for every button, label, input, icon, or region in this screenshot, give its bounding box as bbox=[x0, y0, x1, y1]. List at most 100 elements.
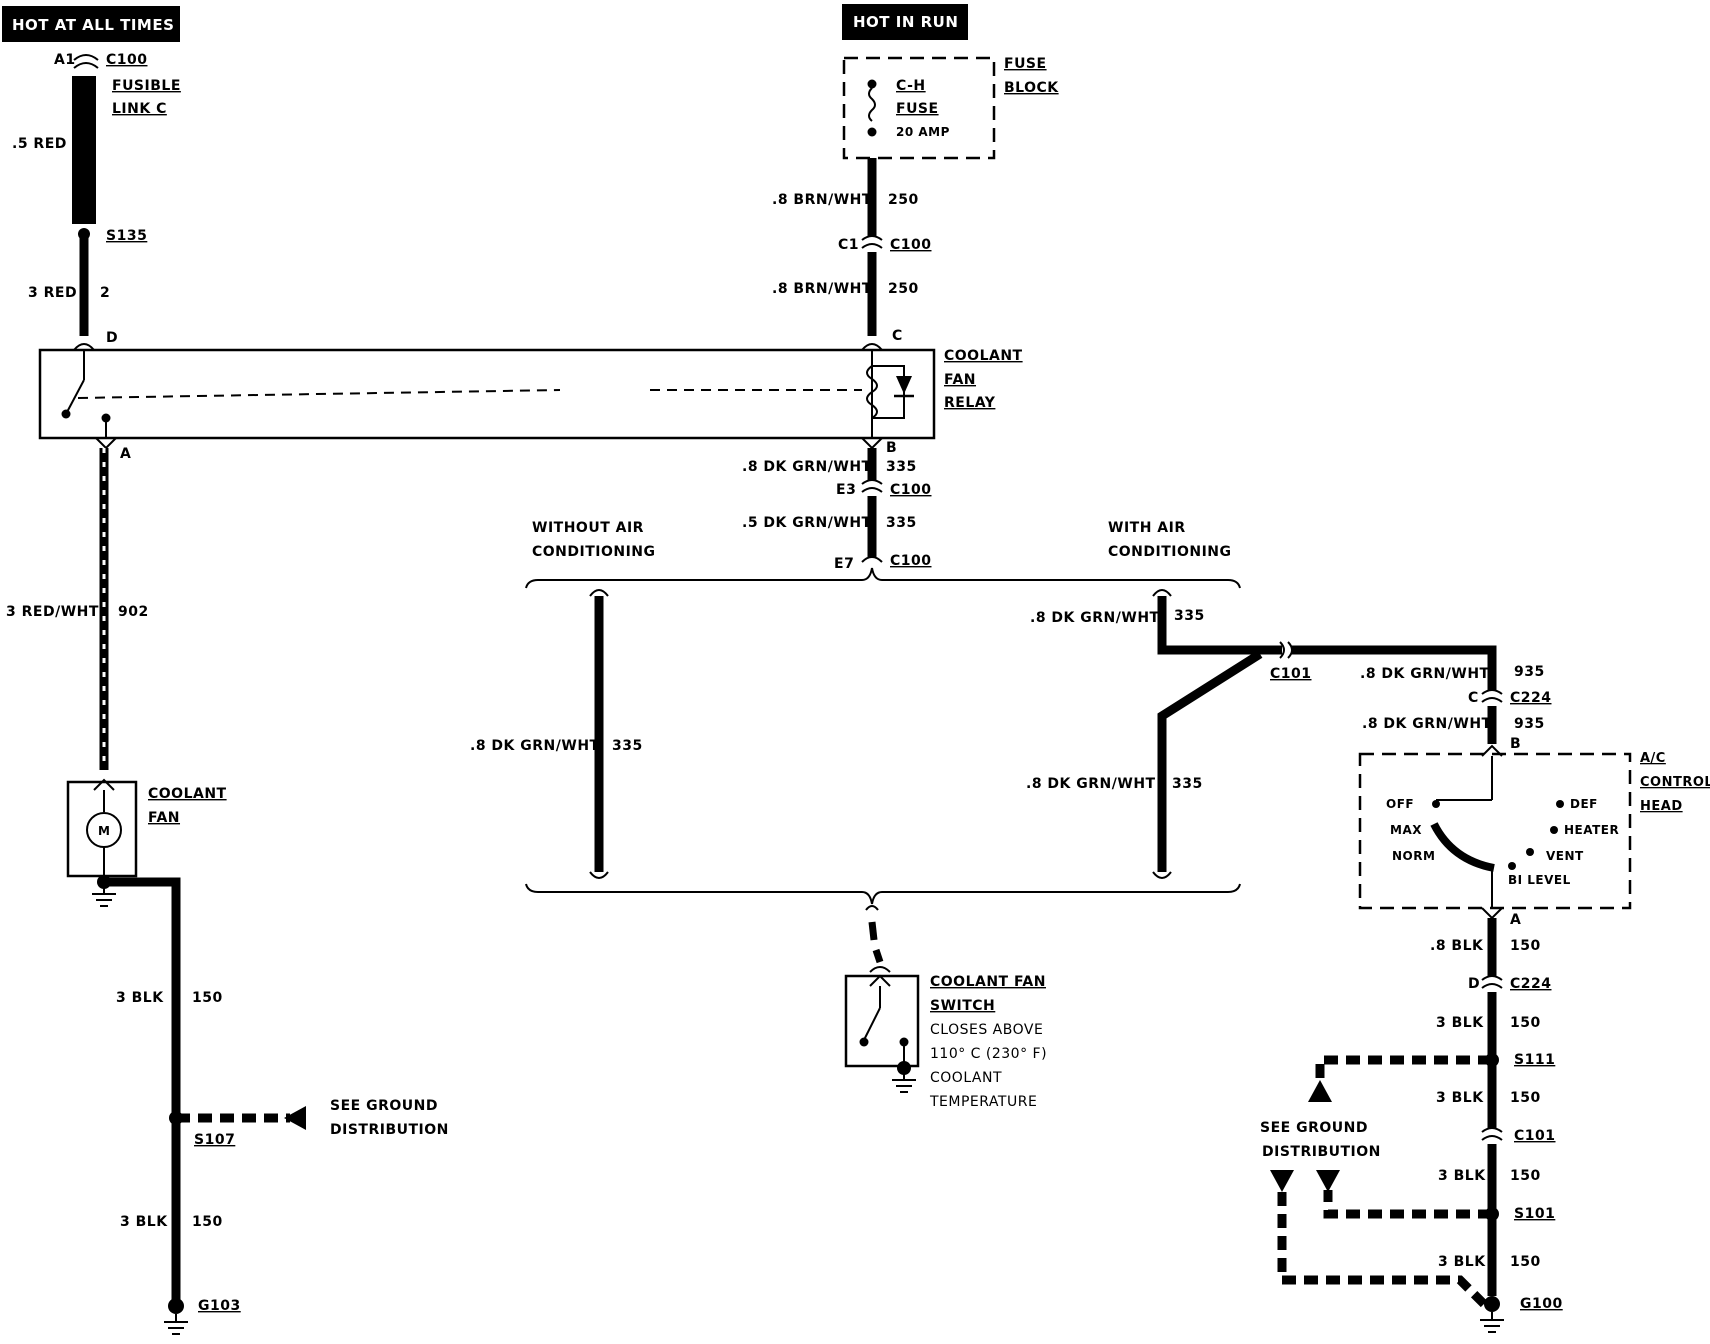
without-ac-circuit: 335 bbox=[612, 738, 643, 754]
with-ac-line-1: WITH AIR bbox=[1108, 520, 1186, 536]
relay-out-circuit-2: 335 bbox=[886, 515, 917, 531]
relay-diode-icon bbox=[896, 376, 912, 394]
ign-lower-wire-label: .8 BRN/WHT bbox=[772, 281, 872, 297]
right-see-ground-2: DISTRIBUTION bbox=[1262, 1144, 1381, 1160]
relay-name-1: COOLANT bbox=[944, 348, 1023, 364]
right-ground-c224: C224 bbox=[1510, 976, 1552, 992]
left-see-ground-1: SEE GROUND bbox=[330, 1098, 438, 1114]
relay-pin-a: A bbox=[120, 446, 131, 462]
switch-name-1: COOLANT FAN bbox=[930, 974, 1046, 990]
fuse-block-name-2: BLOCK bbox=[1004, 80, 1059, 96]
ac-feed-circuit-1: 935 bbox=[1514, 664, 1545, 680]
relay-out-wire-1: .8 DK GRN/WHT bbox=[742, 459, 872, 475]
relay-pin-a-arrow bbox=[95, 437, 117, 450]
s101-ground-distribution-line bbox=[1323, 1190, 1492, 1219]
fusible-wire-label: .5 RED bbox=[12, 136, 67, 152]
fan-ground-icon bbox=[92, 888, 116, 907]
fuse-terminal-top bbox=[867, 79, 877, 89]
ac-head-off-contact bbox=[1432, 800, 1440, 808]
right-see-ground-1: SEE GROUND bbox=[1260, 1120, 1368, 1136]
switch-note-1: CLOSES ABOVE bbox=[930, 1022, 1043, 1038]
fan-name-1: COOLANT bbox=[148, 786, 227, 802]
switch-input-arrow bbox=[869, 974, 891, 987]
right-ground-pin-d: D bbox=[1468, 976, 1480, 992]
ac-head-name-1: A/C bbox=[1640, 751, 1666, 766]
relay-feed-circuit: 2 bbox=[100, 285, 110, 301]
relay-pin-c-connector bbox=[861, 343, 883, 351]
g103-label: G103 bbox=[198, 1298, 241, 1314]
switch-pivot bbox=[859, 1037, 869, 1047]
hot-in-run-badge: HOT IN RUN bbox=[842, 4, 968, 40]
c224-connector-symbol bbox=[1481, 689, 1503, 703]
e3-connector-symbol bbox=[861, 479, 883, 493]
ac-head-def-contact bbox=[1556, 800, 1564, 808]
with-ac-circuit-bottom: 335 bbox=[1172, 776, 1203, 792]
ac-head-vent-contact bbox=[1526, 848, 1534, 856]
right-ground-wire-3-label: 3 BLK bbox=[1436, 1090, 1484, 1106]
hot-at-all-times-badge: HOT AT ALL TIMES bbox=[2, 6, 180, 42]
g100-label: G100 bbox=[1520, 1296, 1563, 1312]
s111-ground-arrow bbox=[1308, 1080, 1332, 1102]
with-ac-wire-bottom-label: .8 DK GRN/WHT bbox=[1026, 776, 1156, 792]
ac-feed-pin-c: C bbox=[1468, 690, 1479, 706]
right-ground-circuit-5: 150 bbox=[1510, 1254, 1541, 1270]
e3-connector: C100 bbox=[890, 482, 932, 498]
relay-pin-d-connector bbox=[73, 343, 95, 351]
ac-head-norm: NORM bbox=[1392, 849, 1435, 863]
left-ground-circuit-1: 150 bbox=[192, 990, 223, 1006]
switch-connector-symbol bbox=[869, 966, 891, 973]
ac-head-heater: HEATER bbox=[1564, 823, 1619, 837]
c1-pin: C1 bbox=[838, 237, 859, 253]
left-ground-wire-2-label: 3 BLK bbox=[120, 1214, 168, 1230]
left-ground-wire bbox=[104, 877, 181, 1300]
option-bottom-bracket bbox=[525, 883, 1241, 905]
with-ac-circuit-top: 335 bbox=[1174, 608, 1205, 624]
fusible-name-2: LINK C bbox=[112, 101, 167, 117]
ac-feed-connector: C224 bbox=[1510, 690, 1552, 706]
relay-mechanical-link-left bbox=[77, 389, 561, 399]
without-ac-wire-cap-top bbox=[589, 589, 609, 597]
ac-feed-wire-1: .8 DK GRN/WHT bbox=[1360, 666, 1490, 682]
g100-ground-distribution-line bbox=[1277, 1192, 1488, 1308]
right-ground-circuit-3: 150 bbox=[1510, 1090, 1541, 1106]
g103-ground-icon bbox=[164, 1314, 188, 1335]
fuse-name-1: C-H bbox=[896, 78, 926, 94]
fan-name-2: FAN bbox=[148, 810, 180, 826]
with-ac-wire-top-label: .8 DK GRN/WHT bbox=[1030, 610, 1160, 626]
fuse-terminal-bottom bbox=[867, 127, 877, 137]
right-ground-c101: C101 bbox=[1514, 1128, 1556, 1144]
fuse-block-outline bbox=[842, 56, 996, 160]
option-top-bracket bbox=[525, 567, 1241, 589]
ac-head-def: DEF bbox=[1570, 797, 1598, 811]
right-ground-wire-1-label: .8 BLK bbox=[1430, 938, 1484, 954]
right-ground-wire-4-label: 3 BLK bbox=[1438, 1168, 1486, 1184]
ac-head-pin-a-arrow bbox=[1481, 907, 1503, 920]
ac-head-off: OFF bbox=[1386, 797, 1414, 811]
switch-ground-icon bbox=[892, 1074, 916, 1093]
ac-head-max: MAX bbox=[1390, 823, 1422, 837]
ign-upper-wire-label: .8 BRN/WHT bbox=[772, 192, 872, 208]
c101-ground-connector-symbol bbox=[1481, 1127, 1503, 1141]
switch-note-2: 110° C (230° F) bbox=[930, 1046, 1047, 1062]
ign-lower-circuit: 250 bbox=[888, 281, 919, 297]
ac-head-bilevel-contact bbox=[1508, 862, 1516, 870]
switch-bracket-tilde bbox=[865, 905, 879, 911]
with-ac-upper-wire bbox=[1157, 596, 1282, 655]
ac-head-vent: VENT bbox=[1546, 849, 1584, 863]
ac-feed-upper-wire bbox=[1292, 645, 1497, 690]
fan-feed-circuit: 902 bbox=[118, 604, 149, 620]
switch-ground-terminal bbox=[897, 1061, 911, 1075]
s107-label: S107 bbox=[194, 1132, 235, 1148]
right-ground-wire-5-label: 3 BLK bbox=[1438, 1254, 1486, 1270]
right-ground-wire-2-label: 3 BLK bbox=[1436, 1015, 1484, 1031]
with-ac-wire-cap-top bbox=[1152, 589, 1172, 597]
switch-note-3: COOLANT bbox=[930, 1070, 1002, 1086]
relay-pin-b: B bbox=[886, 440, 897, 456]
relay-pin-c: C bbox=[892, 328, 903, 344]
fusible-pin-label: A1 bbox=[54, 52, 76, 68]
e7-pin: E7 bbox=[834, 556, 854, 572]
g100-terminal bbox=[1484, 1296, 1500, 1312]
fusible-link-c bbox=[72, 76, 96, 224]
e7-connector: C100 bbox=[890, 553, 932, 569]
switch-note-4: TEMPERATURE bbox=[929, 1094, 1037, 1110]
